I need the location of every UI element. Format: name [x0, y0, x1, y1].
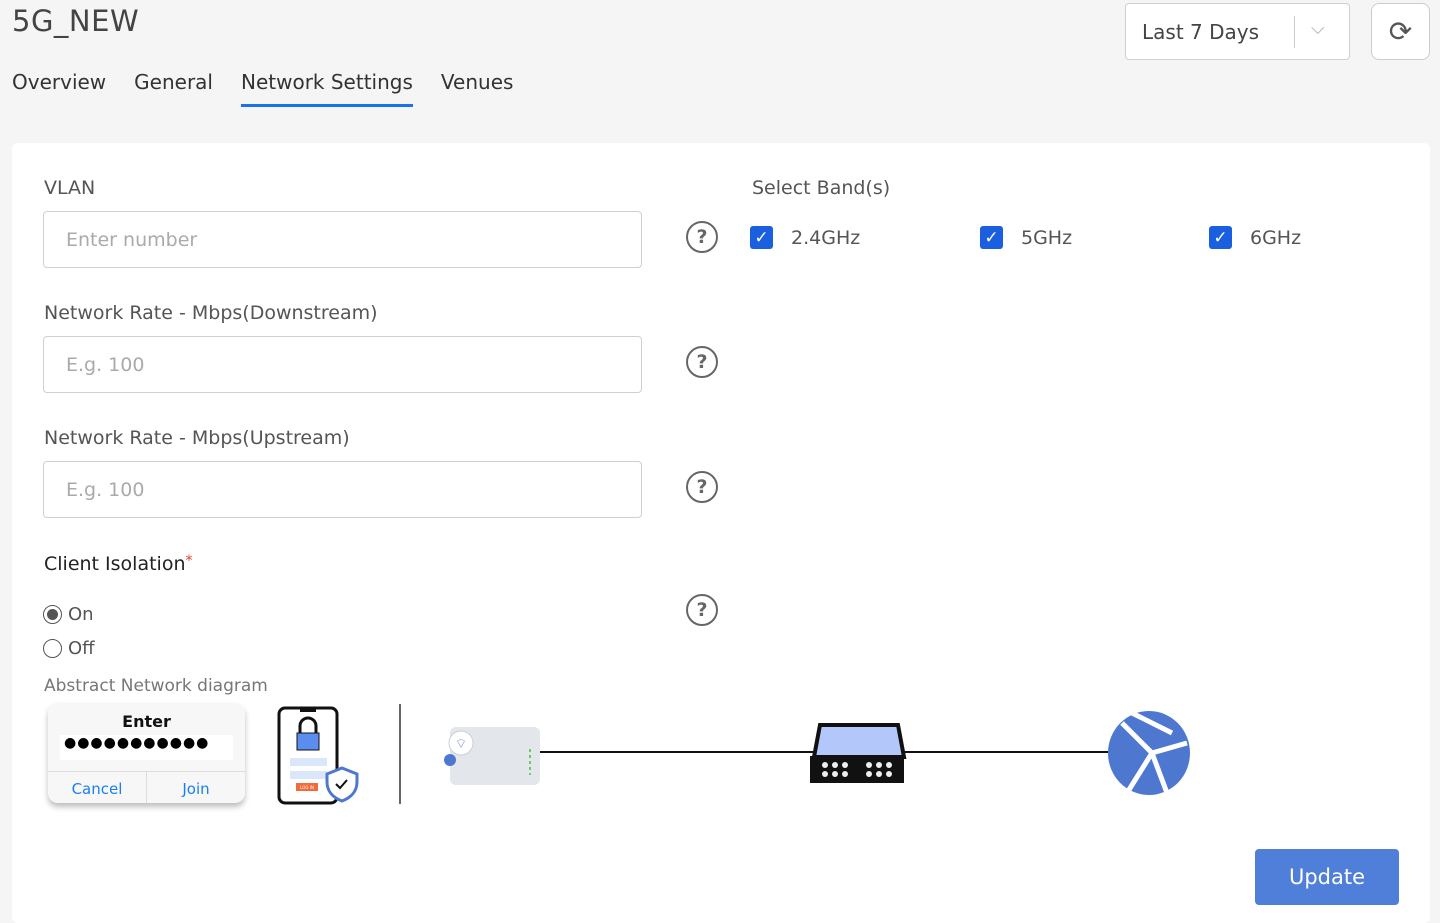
divider — [1294, 16, 1295, 48]
band-label: 2.4GHz — [791, 226, 861, 249]
tab-bar: Overview General Network Settings Venues — [12, 70, 513, 107]
help-icon[interactable]: ? — [686, 594, 718, 626]
checkbox-checked-icon: ✓ — [750, 226, 773, 249]
isolation-on-radio[interactable]: On — [43, 604, 94, 625]
switch-icon — [811, 723, 907, 759]
password-dots: ●●●●●●●●●●● — [60, 735, 233, 760]
date-range-value: Last 7 Days — [1142, 19, 1260, 44]
help-icon[interactable]: ? — [686, 471, 718, 503]
secure-phone-icon: LOG IN — [277, 706, 359, 805]
help-icon[interactable]: ? — [686, 221, 718, 253]
isolation-off-radio[interactable]: Off — [43, 638, 95, 659]
dialog-title: Enter — [122, 712, 171, 731]
band-6ghz-checkbox[interactable]: ✓ 6GHz — [1209, 226, 1301, 249]
network-diagram: ⌔ — [444, 710, 1190, 795]
date-range-select[interactable]: Last 7 Days ⌵ — [1125, 3, 1350, 60]
lock-icon — [444, 754, 456, 766]
vlan-input[interactable]: Enter number — [43, 211, 642, 268]
tab-venues[interactable]: Venues — [440, 70, 514, 94]
checkbox-checked-icon: ✓ — [980, 226, 1003, 249]
radio-label: On — [68, 604, 94, 625]
radio-label: Off — [68, 638, 95, 659]
login-text: LOG IN — [300, 785, 314, 790]
band-label: 6GHz — [1250, 226, 1302, 249]
downstream-input[interactable]: E.g. 100 — [43, 336, 642, 393]
dialog-join: Join — [182, 780, 210, 798]
bands-label: Select Band(s) — [752, 177, 891, 199]
dialog-cancel: Cancel — [48, 772, 147, 803]
tab-general[interactable]: General — [134, 70, 213, 94]
downstream-label: Network Rate - Mbps(Downstream) — [44, 302, 378, 324]
page-title: 5G_NEW — [12, 4, 140, 38]
band-2-4ghz-checkbox[interactable]: ✓ 2.4GHz — [750, 226, 860, 249]
tab-overview[interactable]: Overview — [12, 70, 107, 94]
upstream-label: Network Rate - Mbps(Upstream) — [44, 427, 350, 449]
diagram-label: Abstract Network diagram — [44, 676, 268, 696]
refresh-icon: ⟳ — [1388, 15, 1413, 48]
chevron-down-icon: ⌵ — [1311, 18, 1325, 39]
update-button[interactable]: Update — [1255, 849, 1399, 905]
upstream-input[interactable]: E.g. 100 — [43, 461, 642, 518]
divider — [399, 704, 401, 804]
tab-network-settings[interactable]: Network Settings — [241, 70, 413, 107]
refresh-button[interactable]: ⟳ — [1371, 3, 1430, 60]
wifi-password-dialog-illustration: Enter ●●●●●●●●●●● Cancel Join — [48, 703, 245, 803]
checkbox-checked-icon: ✓ — [1209, 226, 1232, 249]
band-5ghz-checkbox[interactable]: ✓ 5GHz — [980, 226, 1072, 249]
help-icon[interactable]: ? — [686, 346, 718, 378]
vlan-label: VLAN — [44, 177, 96, 199]
wifi-icon: ⌔ — [455, 737, 467, 752]
client-isolation-label: Client Isolation* — [44, 553, 193, 575]
settings-card: VLAN Enter number ? Network Rate - Mbps(… — [12, 143, 1430, 923]
band-label: 5GHz — [1021, 226, 1073, 249]
